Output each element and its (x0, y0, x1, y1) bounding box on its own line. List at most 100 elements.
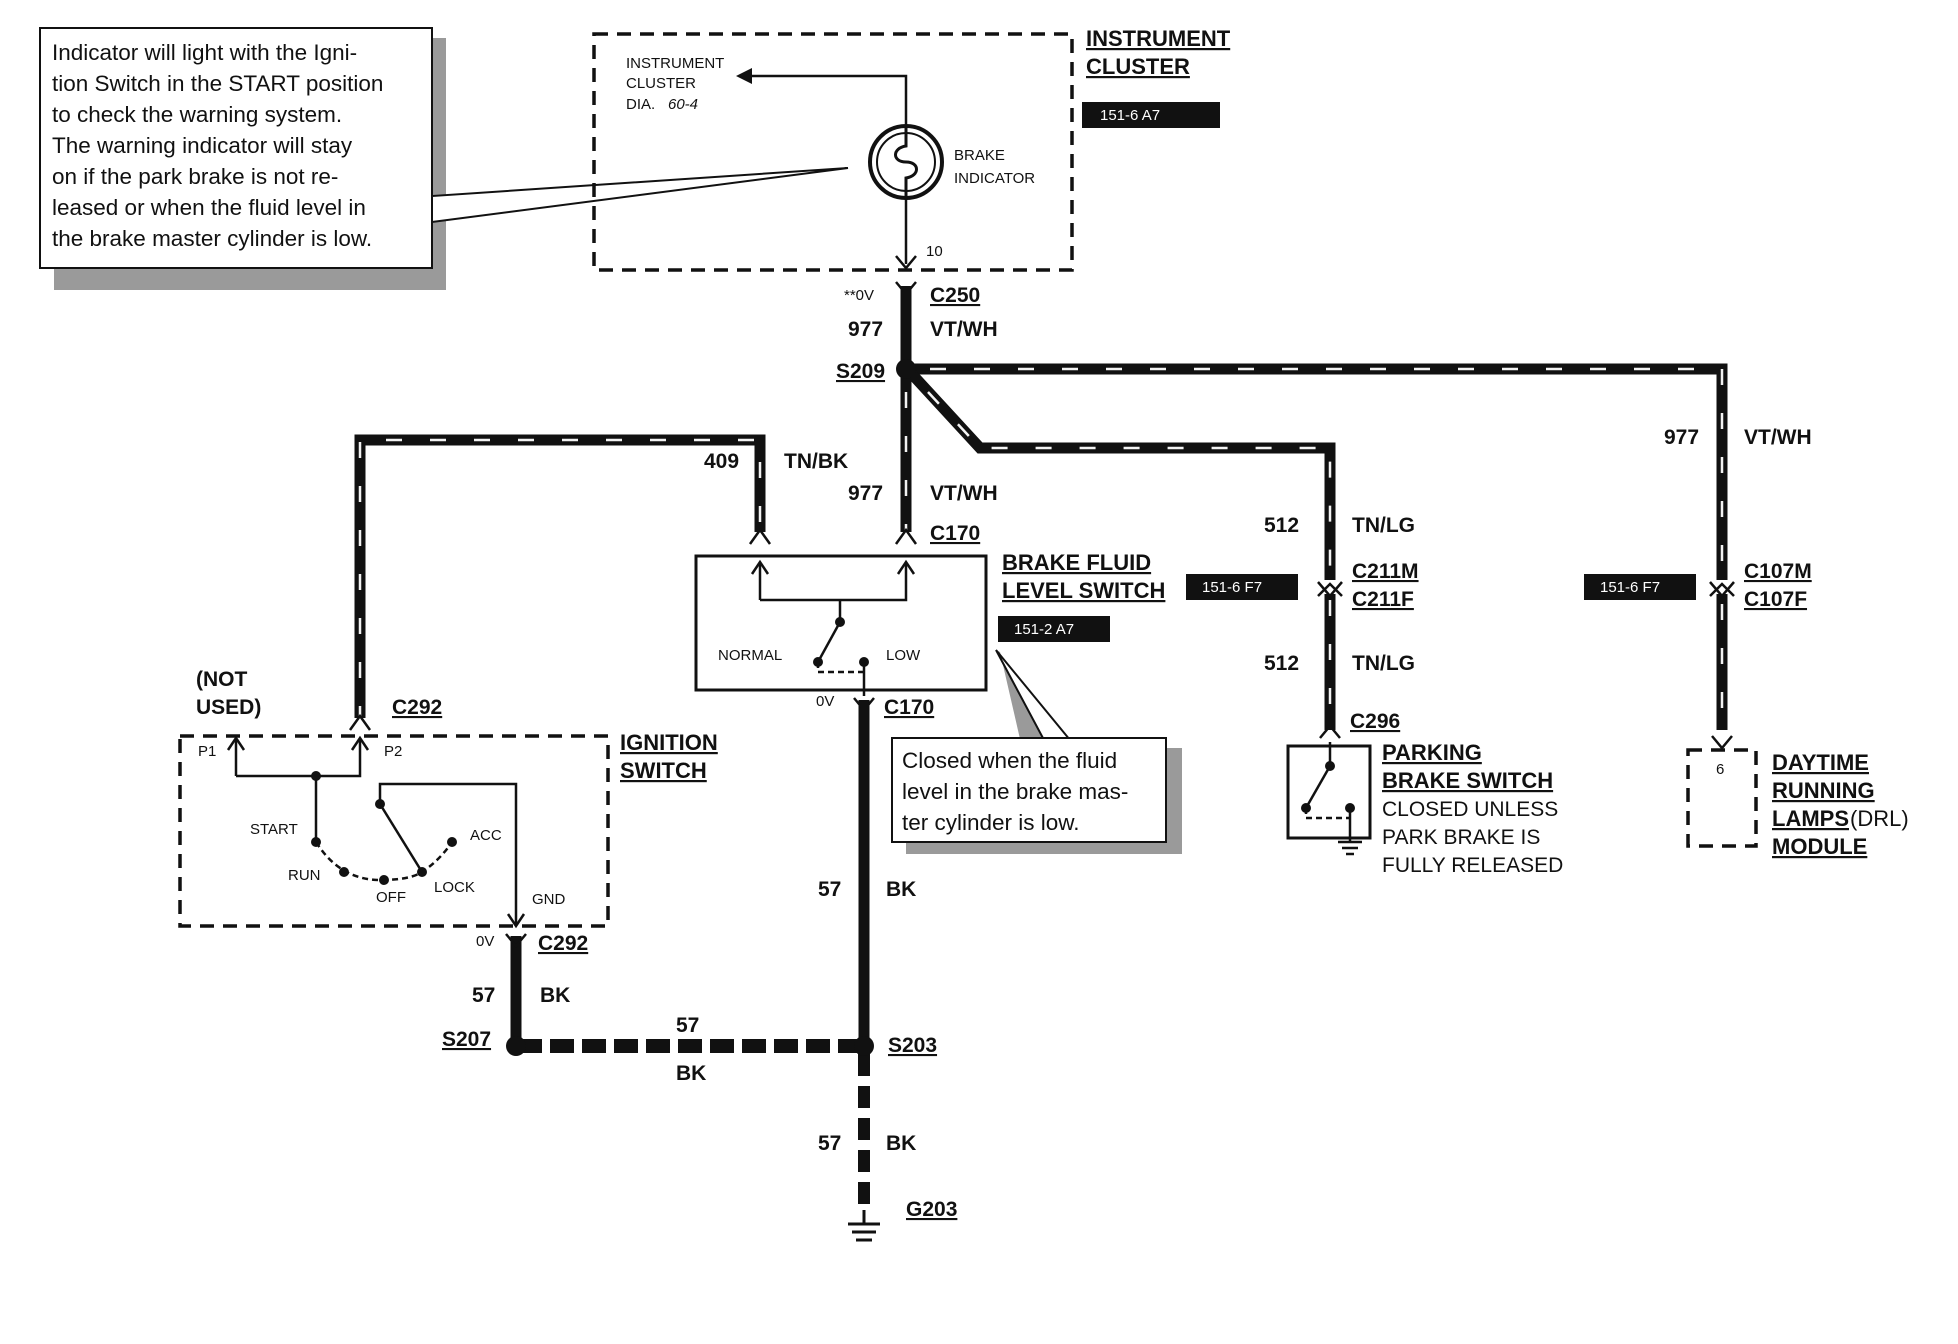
switch-arrow (506, 913, 526, 929)
connector-label: C296 (1350, 710, 1400, 733)
component-title: IGNITION (620, 730, 718, 755)
ref-tag-label: 151-6 F7 (1600, 579, 1660, 596)
wire-color: VT/WH (930, 482, 998, 505)
component-title: BRAKE FLUID (1002, 550, 1151, 575)
voltage-label: 0V (816, 693, 834, 710)
note-line: Closed when the fluid (902, 748, 1117, 773)
switch-arrow (750, 559, 770, 575)
switch-blade (816, 621, 842, 663)
connector-label: C107M (1744, 560, 1812, 583)
bulb-icon (868, 124, 944, 200)
switch-position-label: NORMAL (718, 647, 782, 664)
connector-label: C170 (930, 522, 980, 545)
instrument-cluster-box (592, 32, 1074, 272)
connector-c211-symbol (1317, 582, 1343, 597)
switch-path (1304, 808, 1350, 820)
ground-icon (1338, 808, 1362, 856)
wire-circuit: 512 (1264, 514, 1299, 537)
switch-arrow (896, 559, 916, 575)
wire-stripe (358, 438, 762, 718)
connector-c107-symbol (1709, 581, 1735, 598)
note-line: the brake master cylinder is low. (52, 226, 372, 251)
component-title: (DRL) (1850, 806, 1909, 831)
switch-arrow (350, 735, 370, 751)
wire-circuit: 512 (1264, 652, 1299, 675)
connector-label: C107F (1744, 588, 1807, 611)
not-used-label: (NOT (196, 668, 247, 691)
not-used-label: USED) (196, 696, 261, 719)
position-label: RUN (288, 867, 321, 884)
connector-label: C292 (392, 696, 442, 719)
pin-label: P2 (384, 743, 402, 760)
component-title: PARKING (1382, 740, 1482, 765)
wire-circuit: 977 (1664, 426, 1699, 449)
brake-indicator-label: INDICATOR (954, 170, 1035, 187)
switch-contact (379, 875, 389, 885)
connector-label: C170 (884, 696, 934, 719)
wire-color: BK (540, 984, 570, 1007)
inner-cluster-label: DIA. (626, 96, 655, 113)
position-label: ACC (470, 827, 502, 844)
switch-contact (339, 867, 349, 877)
brake-fluid-switch-box (694, 554, 988, 692)
ref-tag-label: 151-6 A7 (1100, 107, 1160, 124)
pin-arrow (895, 255, 917, 270)
wire-stripe (930, 367, 1724, 580)
component-title: LEVEL SWITCH (1002, 578, 1165, 603)
note-line: leased or when the fluid level in (52, 195, 366, 220)
component-title: SWITCH (620, 758, 707, 783)
note-line: level in the brake mas- (902, 779, 1128, 804)
ref-tag-label: 151-2 A7 (1014, 621, 1074, 638)
switch-blade (1304, 765, 1332, 809)
connector-c292-symbol (348, 713, 372, 731)
switch-low-path (816, 662, 864, 674)
switch-gnd-lead (378, 782, 518, 924)
wire-circuit: 409 (704, 450, 739, 473)
connector-label: C211F (1352, 588, 1414, 611)
splice-s207 (506, 1036, 526, 1056)
connector-c250-symbol (895, 281, 917, 296)
note-line: tion Switch in the START position (52, 71, 383, 96)
wire-977-drl (906, 363, 1728, 580)
connector-c292-symbol (505, 933, 527, 948)
wire-circuit: 57 (676, 1014, 699, 1037)
position-label: GND (532, 891, 566, 908)
splice-label: S207 (442, 1028, 491, 1051)
note-box (891, 737, 1167, 843)
wire-circuit: 977 (848, 482, 883, 505)
inner-cluster-label: 60-4 (668, 96, 698, 113)
component-desc: FULLY RELEASED (1382, 854, 1563, 877)
pin-number: 10 (926, 243, 943, 260)
connector-c170-symbol (853, 697, 875, 712)
connector-label: C250 (930, 284, 980, 307)
wire-color: VT/WH (930, 318, 998, 341)
connector-c211-symbol (1317, 581, 1343, 598)
position-label: OFF (376, 889, 406, 906)
splice-s209 (896, 359, 916, 379)
cluster-arrow (742, 74, 908, 130)
switch-position-label: LOW (886, 647, 921, 664)
note-line: on if the park brake is not re- (52, 164, 338, 189)
inner-cluster-label: INSTRUMENT (626, 55, 724, 72)
component-title: DAYTIME (1772, 750, 1869, 775)
ref-tag (1082, 102, 1220, 128)
connector-c170-symbol (748, 527, 772, 545)
connector-c170-symbol (894, 527, 918, 545)
splice-s203 (854, 1036, 874, 1056)
splice-label: S209 (836, 360, 885, 383)
switch-lead (236, 740, 362, 778)
position-label: START (250, 821, 298, 838)
wire-color: BK (676, 1062, 706, 1085)
switch-contact (447, 837, 457, 847)
note-box (39, 27, 433, 269)
component-desc: PARK BRAKE IS (1382, 826, 1540, 849)
wire-color: BK (886, 878, 916, 901)
switch-arrow (226, 735, 246, 751)
component-title: BRAKE SWITCH (1382, 768, 1553, 793)
connector-labels: **0V C250 S209 C170 0V C170 C292 0V C292… (392, 284, 1812, 1221)
wire-circuit: 57 (818, 878, 841, 901)
wire-color: TN/BK (784, 450, 848, 473)
ref-tag-label: 151-6 F7 (1202, 579, 1262, 596)
wire-color: TN/LG (1352, 652, 1415, 675)
indicator-note: Indicator will light with the Igni- tion… (39, 27, 849, 290)
